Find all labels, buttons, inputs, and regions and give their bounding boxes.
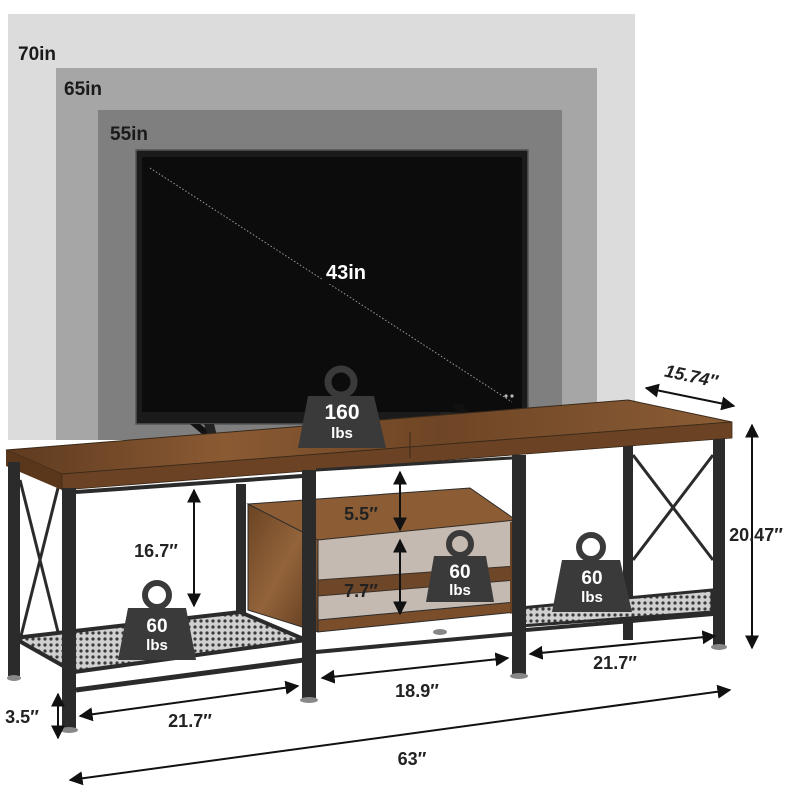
top-board-front [61,421,733,491]
front-leg-left [62,488,76,728]
cubby-back [318,520,516,632]
weight-top: 160 lbs [298,365,386,448]
back-leg-mid [623,445,633,640]
left-width-label: 21.7″ [168,711,212,731]
weight-right-unit: lbs [581,589,603,606]
screen-65-label: 65in [64,79,102,100]
weight-middle-unit: lbs [449,582,471,599]
left-opening-label: 16.7″ [134,541,178,561]
lower-cubby-label: 7.7″ [344,581,378,601]
middle-width-arrow [320,652,510,684]
middle-width-label: 18.9″ [395,681,439,701]
depth-arrow [644,383,736,411]
screen-55-label: 55in [110,124,148,145]
tv-size-label: 43in [326,262,366,284]
weight-top-value: 160 [324,401,359,424]
weight-left-shelf: 60 lbs [118,580,196,660]
weight-left-value: 60 [146,616,167,637]
total-width-label: 63″ [398,749,427,769]
back-leg-right [713,425,725,645]
tv-stand [5,399,733,733]
height-label: 20.47″ [729,525,783,545]
side-leg-left [8,462,20,676]
total-width-arrow [68,684,732,786]
inner-post-right [516,456,522,616]
screen-70-label: 70in [18,44,56,65]
right-width-arrow [528,630,717,660]
weight-middle-value: 60 [449,562,470,583]
weight-left-unit: lbs [146,637,168,654]
inner-post-left [236,484,246,614]
weight-right-value: 60 [581,568,602,589]
leg-clearance-label: 3.5″ [5,707,39,727]
weight-top-unit: lbs [331,425,353,442]
top-board-front-edge [6,450,62,490]
weight-middle-shelf: 60 lbs [426,530,494,602]
right-width-label: 21.7″ [593,653,637,673]
dimension-labels: 15.74″ 20.47″ 16.7″ 5.5″ 7.7″ 3.5″ 21.7″… [5,361,783,769]
upper-cubby-label: 5.5″ [344,504,378,524]
depth-label: 15.74″ [663,361,721,392]
dimension-arrows [51,383,759,786]
front-leg-mid-left [302,470,316,698]
weight-right-shelf: 60 lbs [552,532,632,612]
